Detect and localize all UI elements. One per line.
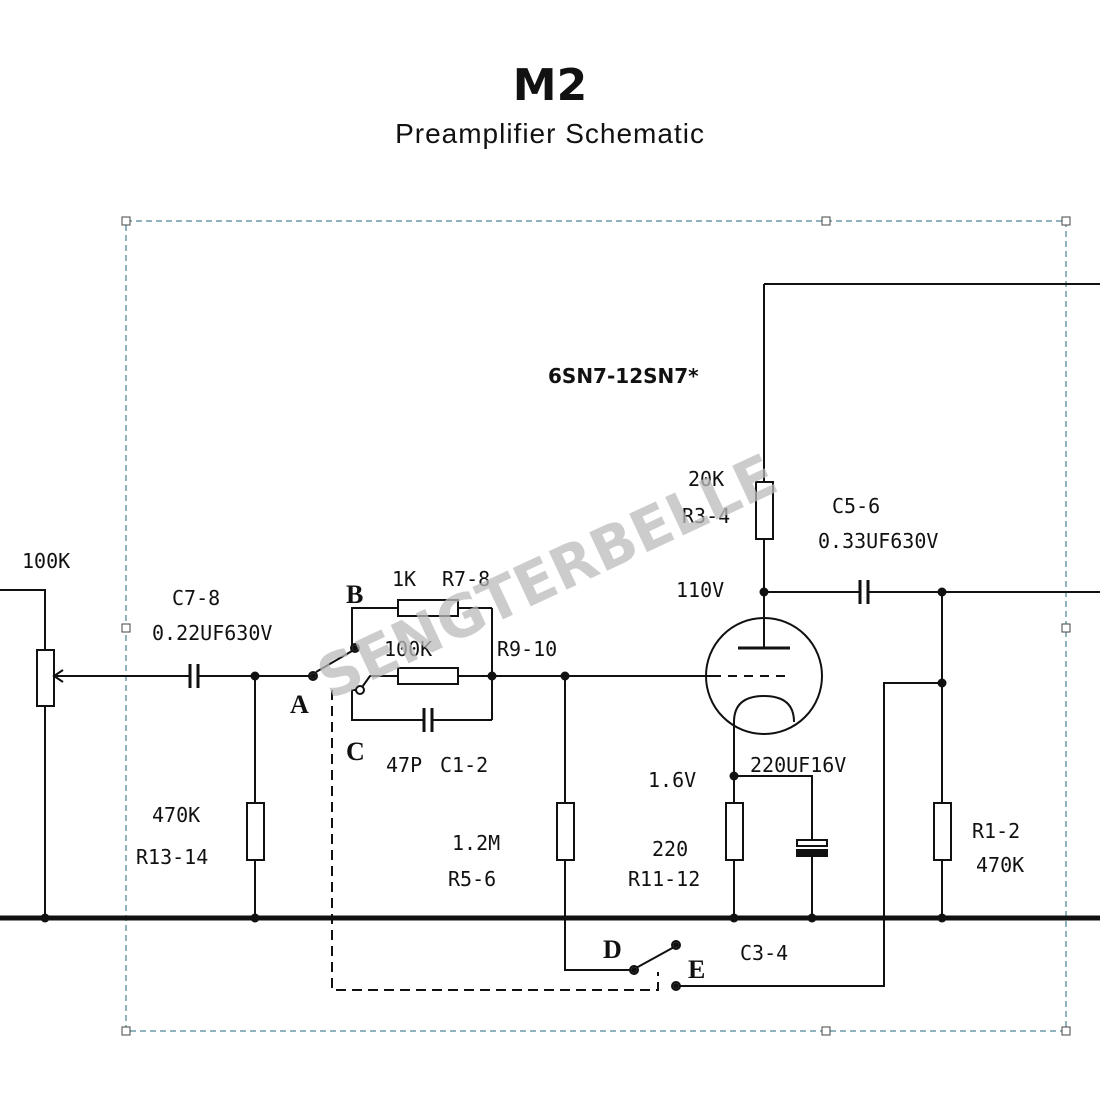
node-d-label: D (603, 935, 622, 964)
r5-6-name: R5-6 (448, 867, 496, 891)
resistor-r9-10 (397, 667, 492, 685)
switch-link-dashed (331, 690, 659, 991)
c3-4-name: C3-4 (740, 941, 788, 965)
cathode-voltage: 1.6V (648, 768, 696, 792)
resistor-r11-12 (725, 733, 744, 918)
switch-abc (315, 607, 493, 721)
capacitor-c1-2 (422, 708, 434, 732)
c7-8-name: C7-8 (172, 586, 220, 610)
junction-dots (40, 587, 947, 923)
resistor-r1-2 (933, 592, 952, 918)
c5-6-name: C5-6 (832, 494, 880, 518)
c1-2-name: C1-2 (440, 753, 488, 777)
r1-2-name: R1-2 (972, 819, 1020, 843)
c7-8-value: 0.22UF630V (152, 621, 272, 645)
resistor-r7-8 (397, 599, 459, 617)
switch-de (635, 682, 942, 987)
watermark: SENGTERBELLE (307, 441, 787, 713)
selection-frame (121, 216, 1071, 1036)
c1-2-value: 47P (386, 753, 422, 777)
node-c-label: C (346, 737, 365, 766)
r13-14-value: 470K (152, 803, 200, 827)
node-e-label: E (688, 955, 705, 984)
r3-4-value: 20K (688, 467, 724, 491)
schematic-title: M2 (512, 60, 588, 111)
capacitor-c7-8 (188, 664, 310, 688)
r3-4-name: R3-4 (682, 504, 730, 528)
r7-8-value: 1K (392, 567, 416, 591)
capacitor-c5-6 (764, 580, 1100, 604)
r11-12-value: 220 (652, 837, 688, 861)
plate-voltage: 110V (676, 578, 724, 602)
potentiometer-100k (0, 589, 190, 918)
node-a-label: A (290, 690, 309, 719)
r1-2-value: 470K (976, 853, 1024, 877)
c3-4-value: 220UF16V (750, 753, 846, 777)
vacuum-tube-6sn7 (705, 590, 823, 735)
r11-12-name: R11-12 (628, 867, 700, 891)
tube-label: 6SN7-12SN7* (548, 364, 699, 388)
resistor-r13-14 (246, 676, 265, 918)
schematic-subtitle: Preamplifier Schematic (395, 118, 705, 149)
r13-14-name: R13-14 (136, 845, 208, 869)
r9-10-value: 100K (384, 637, 432, 661)
resistor-r3-4 (755, 283, 1100, 590)
capacitor-c3-4 (734, 775, 828, 918)
switch-contact-fill (310, 645, 679, 989)
c5-6-value: 0.33UF630V (818, 529, 938, 553)
r7-8-name: R7-8 (442, 567, 490, 591)
node-b-label: B (346, 580, 363, 609)
pot-value: 100K (22, 549, 70, 573)
r9-10-name: R9-10 (497, 637, 557, 661)
resistor-r5-6 (556, 676, 632, 971)
r5-6-value: 1.2M (452, 831, 500, 855)
